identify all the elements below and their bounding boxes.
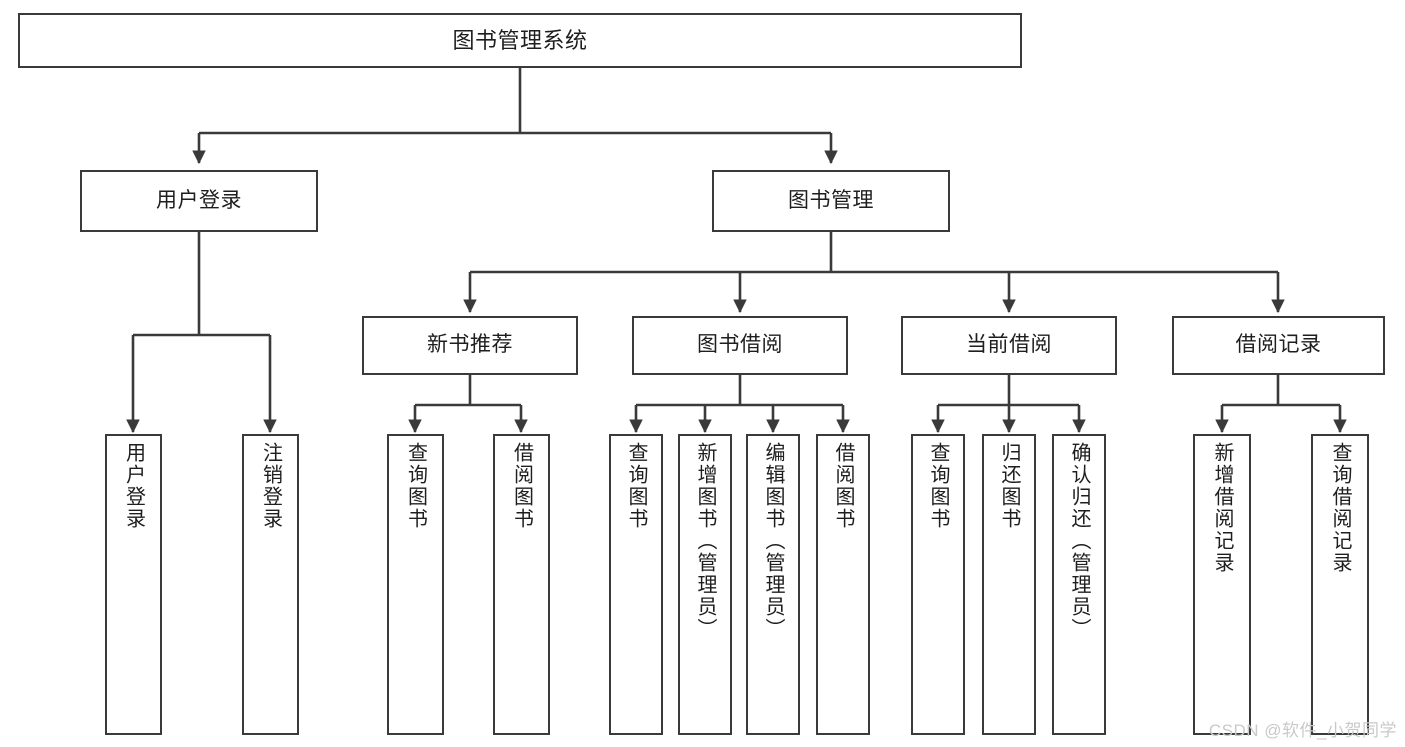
node-label: 新增图书（管理员） (694, 442, 716, 640)
leaf-query-book-current[interactable]: 查询图书 (911, 434, 965, 735)
node-new-book-recommend[interactable]: 新书推荐 (362, 316, 578, 375)
node-label: 查询图书 (927, 442, 949, 530)
node-label: 借阅图书 (832, 442, 854, 530)
node-label: 新书推荐 (427, 333, 513, 357)
node-label: 查询图书 (404, 442, 427, 530)
node-label: 查询图书 (625, 442, 647, 530)
leaf-query-borrow-record[interactable]: 查询借阅记录 (1311, 434, 1369, 735)
node-user-login[interactable]: 用户登录 (80, 170, 318, 232)
leaf-return-book[interactable]: 归还图书 (982, 434, 1036, 735)
node-label: 借阅图书 (510, 442, 533, 530)
csdn-watermark: CSDN @软件_小贺同学 (1208, 721, 1397, 740)
leaf-confirm-return-admin[interactable]: 确认归还（管理员） (1052, 434, 1106, 735)
node-root-book-management-system[interactable]: 图书管理系统 (18, 13, 1022, 68)
leaf-logout-login[interactable]: 注销登录 (242, 434, 299, 735)
node-label: 查询借阅记录 (1329, 442, 1351, 574)
node-current-borrow[interactable]: 当前借阅 (901, 316, 1117, 375)
node-label: 确认归还（管理员） (1068, 442, 1090, 640)
node-label: 归还图书 (998, 442, 1020, 530)
leaf-user-login[interactable]: 用户登录 (105, 434, 162, 735)
node-label: 图书借阅 (697, 333, 783, 357)
node-label: 编辑图书（管理员） (762, 442, 784, 640)
node-label: 注销登录 (259, 442, 282, 530)
node-label: 借阅记录 (1235, 333, 1322, 357)
leaf-add-borrow-record[interactable]: 新增借阅记录 (1193, 434, 1251, 735)
node-label: 新增借阅记录 (1211, 442, 1233, 574)
leaf-edit-book-admin[interactable]: 编辑图书（管理员） (746, 434, 800, 735)
node-label: 图书管理系统 (452, 27, 588, 53)
node-borrow-record[interactable]: 借阅记录 (1172, 316, 1385, 375)
node-book-management[interactable]: 图书管理 (712, 170, 950, 232)
leaf-borrow-book[interactable]: 借阅图书 (816, 434, 870, 735)
leaf-query-book-borrow[interactable]: 查询图书 (609, 434, 663, 735)
node-book-borrow[interactable]: 图书借阅 (632, 316, 848, 375)
node-label: 图书管理 (788, 188, 874, 212)
leaf-borrow-book-recommend[interactable]: 借阅图书 (493, 434, 550, 735)
node-label: 用户登录 (156, 188, 242, 212)
leaf-add-book-admin[interactable]: 新增图书（管理员） (678, 434, 732, 735)
node-label: 当前借阅 (966, 333, 1052, 357)
node-label: 用户登录 (122, 442, 145, 530)
leaf-query-book-recommend[interactable]: 查询图书 (387, 434, 444, 735)
